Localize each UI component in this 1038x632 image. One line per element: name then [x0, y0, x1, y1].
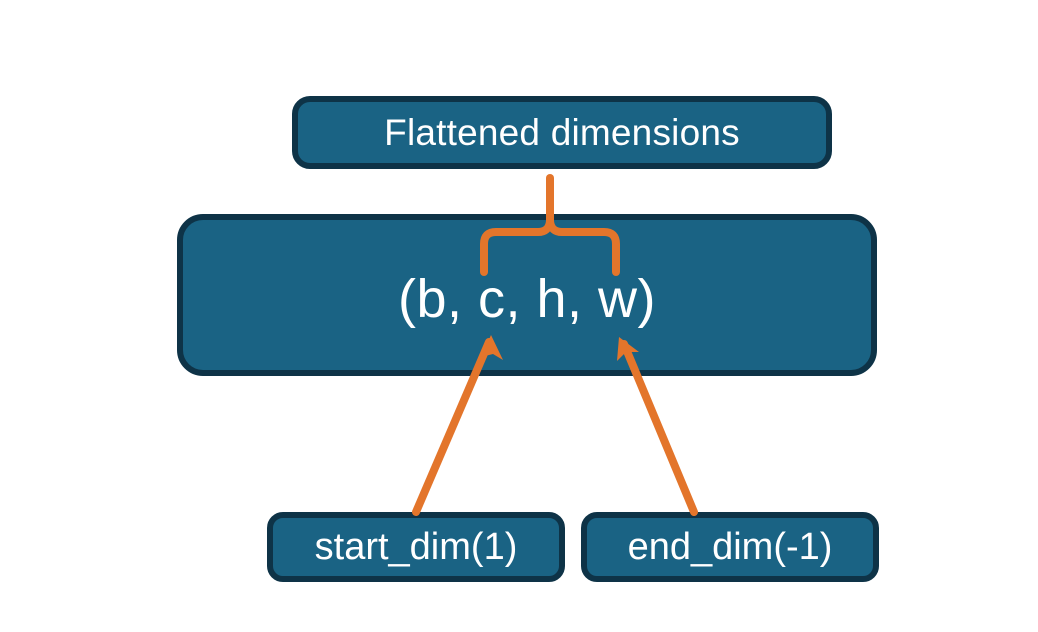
node-start-dim-label: start_dim(1) [314, 526, 518, 568]
node-end-dim-label: end_dim(-1) [627, 526, 833, 568]
node-end-dim[interactable]: end_dim(-1) [581, 512, 879, 582]
node-tensor-shape-label: (b, c, h, w) [397, 269, 657, 329]
node-start-dim[interactable]: start_dim(1) [267, 512, 565, 582]
node-flattened-dimensions[interactable]: Flattened dimensions [292, 96, 832, 169]
node-flattened-dimensions-label: Flattened dimensions [384, 112, 740, 153]
node-tensor-shape[interactable]: (b, c, h, w) [177, 214, 877, 376]
